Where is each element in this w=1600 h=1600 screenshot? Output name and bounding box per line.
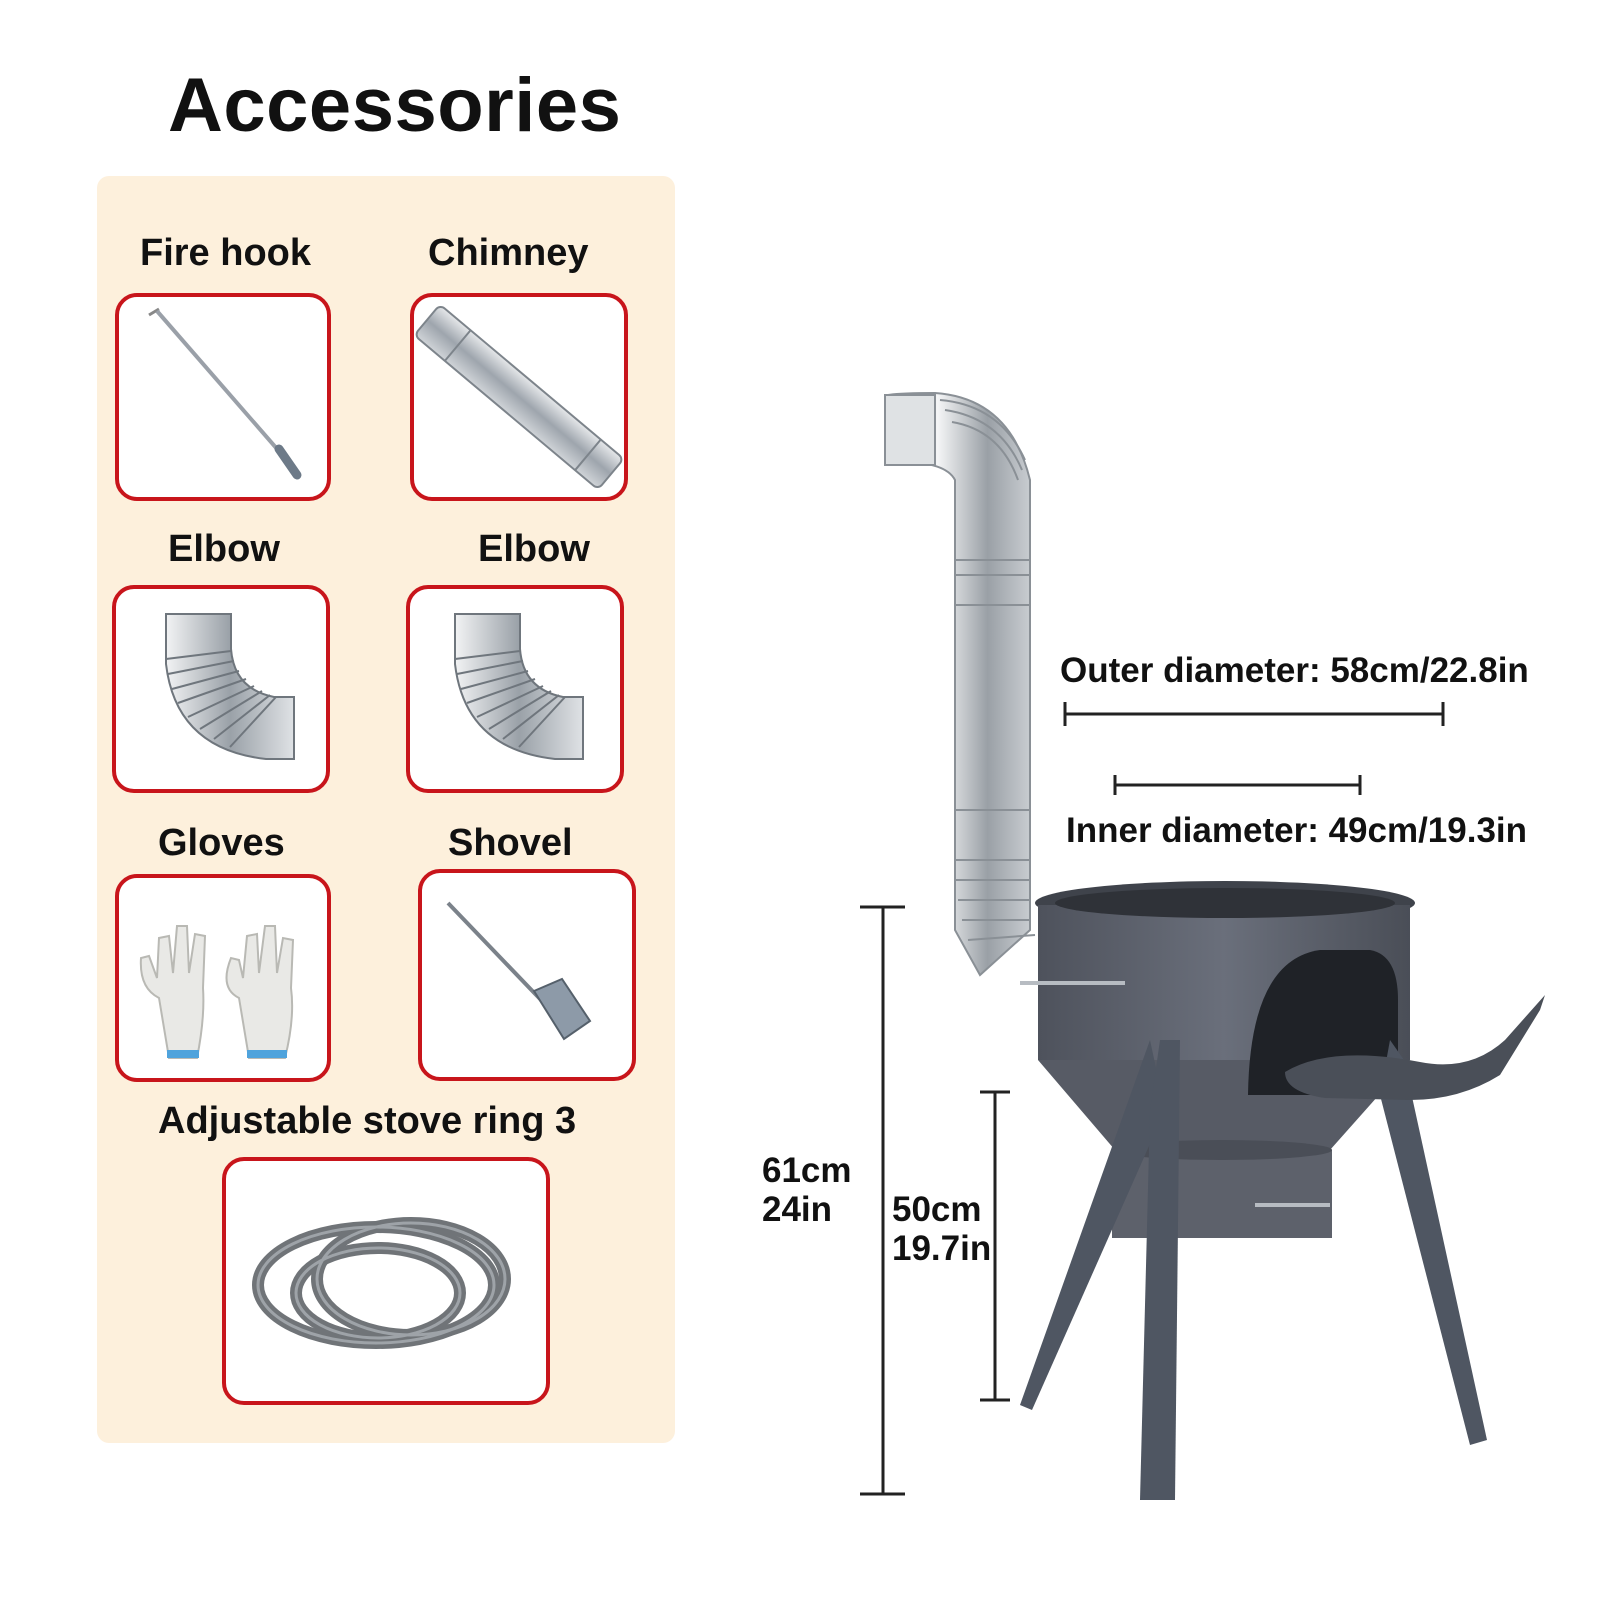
total-height-in-label: 24in — [762, 1190, 833, 1229]
chimney-pipe-icon — [415, 305, 623, 489]
accessory-card-elbow-1 — [112, 585, 330, 793]
elbow-pipe-icon — [454, 613, 584, 760]
accessory-card-chimney — [410, 293, 628, 501]
accessory-label-shovel: Shovel — [448, 822, 573, 864]
accessory-card-shovel — [418, 869, 636, 1081]
accessory-label-stove-ring: Adjustable stove ring 3 — [158, 1100, 577, 1142]
accessory-card-elbow-2 — [406, 585, 624, 793]
elbow-pipe-icon — [165, 613, 295, 760]
fire-hook-icon — [148, 307, 302, 480]
total-height-cm-label: 61cm — [762, 1151, 852, 1190]
stove-rings-icon — [252, 1217, 511, 1349]
body-height-cm-label: 50cm — [892, 1190, 982, 1229]
accessory-card-fire-hook — [115, 293, 331, 501]
page-title: Accessories — [168, 63, 622, 148]
gloves-icon — [139, 925, 295, 1059]
accessory-label-chimney: Chimney — [428, 232, 589, 274]
accessory-label-gloves: Gloves — [158, 822, 285, 864]
chimney-pipe — [884, 391, 1036, 977]
accessory-card-gloves — [115, 874, 331, 1082]
inner-diameter-label: Inner diameter: 49cm/19.3in — [1066, 811, 1528, 850]
accessory-label-elbow-2: Elbow — [478, 528, 590, 570]
stove-shelf — [1285, 995, 1545, 1100]
accessory-label-elbow-1: Elbow — [168, 528, 280, 570]
stove-legs — [1020, 1040, 1487, 1500]
accessory-card-stove-ring — [222, 1157, 550, 1405]
shovel-icon — [446, 901, 592, 1041]
dimension-lines — [860, 702, 1445, 1496]
accessory-label-fire-hook: Fire hook — [140, 232, 312, 274]
body-height-in-label: 19.7in — [892, 1229, 992, 1268]
outer-diameter-label: Outer diameter: 58cm/22.8in — [1060, 651, 1529, 690]
